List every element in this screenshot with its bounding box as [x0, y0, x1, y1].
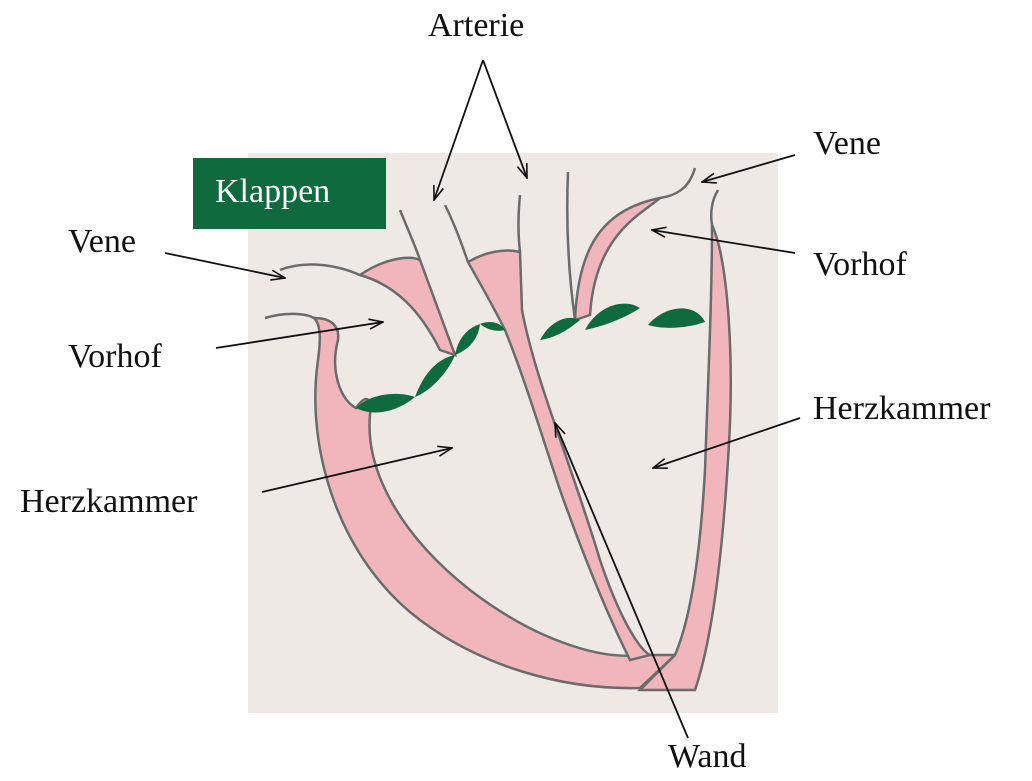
arterie-label: Arterie: [428, 9, 524, 43]
arrow-vorhof-right: [652, 230, 795, 253]
vene-right-label: Vene: [813, 127, 881, 161]
klappen-label: Klappen: [215, 175, 330, 209]
arrow-arterie-left: [434, 60, 483, 200]
valve-1: [356, 394, 415, 413]
herzkammer-left-label: Herzkammer: [20, 485, 197, 519]
vorhof-left-label: Vorhof: [68, 340, 162, 374]
valve-6: [585, 304, 640, 330]
valve-5: [540, 318, 580, 340]
arrow-arterie-right: [483, 60, 527, 178]
wand-label: Wand: [668, 740, 746, 774]
valve-3: [455, 324, 480, 355]
left-atrium-wall: [360, 258, 455, 355]
valve-7: [648, 308, 705, 327]
klappen-label-box: Klappen: [193, 158, 386, 229]
valve-2: [415, 355, 455, 397]
arrow-vorhof-left: [216, 322, 383, 348]
arrow-vene-left: [165, 253, 285, 278]
right-heart-wall: [575, 198, 660, 320]
arrow-vene-right: [702, 155, 795, 182]
vorhof-right-label: Vorhof: [813, 248, 907, 282]
arrow-wand: [555, 423, 688, 738]
herzkammer-right-label: Herzkammer: [813, 392, 990, 426]
vene-left-label: Vene: [68, 225, 136, 259]
